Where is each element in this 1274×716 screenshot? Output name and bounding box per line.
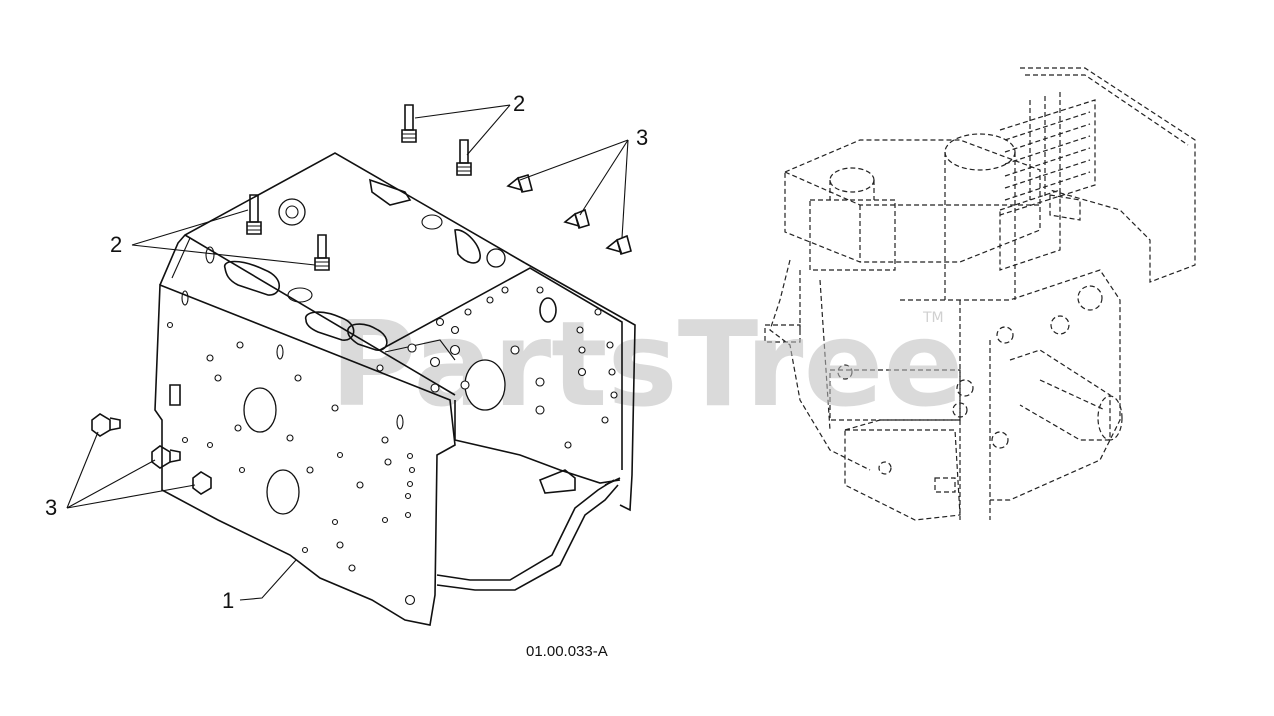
watermark-trademark: TM — [922, 310, 944, 326]
watermark-text: PartsTree — [330, 295, 964, 433]
bolt-icon — [605, 234, 632, 255]
stud-icon — [314, 234, 330, 271]
stud-icon — [246, 194, 262, 235]
callout-2-upper: 2 — [513, 91, 525, 116]
stud-icon — [401, 104, 417, 143]
leader-lines — [66, 104, 629, 601]
callout-3-left: 3 — [45, 495, 57, 520]
callout-2-left: 2 — [110, 232, 122, 257]
frame-assembly — [154, 152, 636, 626]
callout-1: 1 — [222, 588, 234, 613]
watermark: PartsTree TM — [330, 295, 964, 433]
bolt-icon — [506, 173, 533, 193]
stud-part-2 — [246, 104, 472, 271]
callout-labels: 2 2 3 3 1 — [45, 91, 648, 613]
bolt-icon — [91, 413, 121, 437]
bolt-icon — [563, 208, 590, 229]
diagram-reference-code: 01.00.033-A — [526, 643, 608, 660]
engine-outline — [764, 67, 1196, 521]
callout-3-upper: 3 — [636, 125, 648, 150]
stud-icon — [456, 139, 472, 176]
bolt-icon — [192, 471, 212, 495]
bolt-icon — [151, 445, 181, 469]
